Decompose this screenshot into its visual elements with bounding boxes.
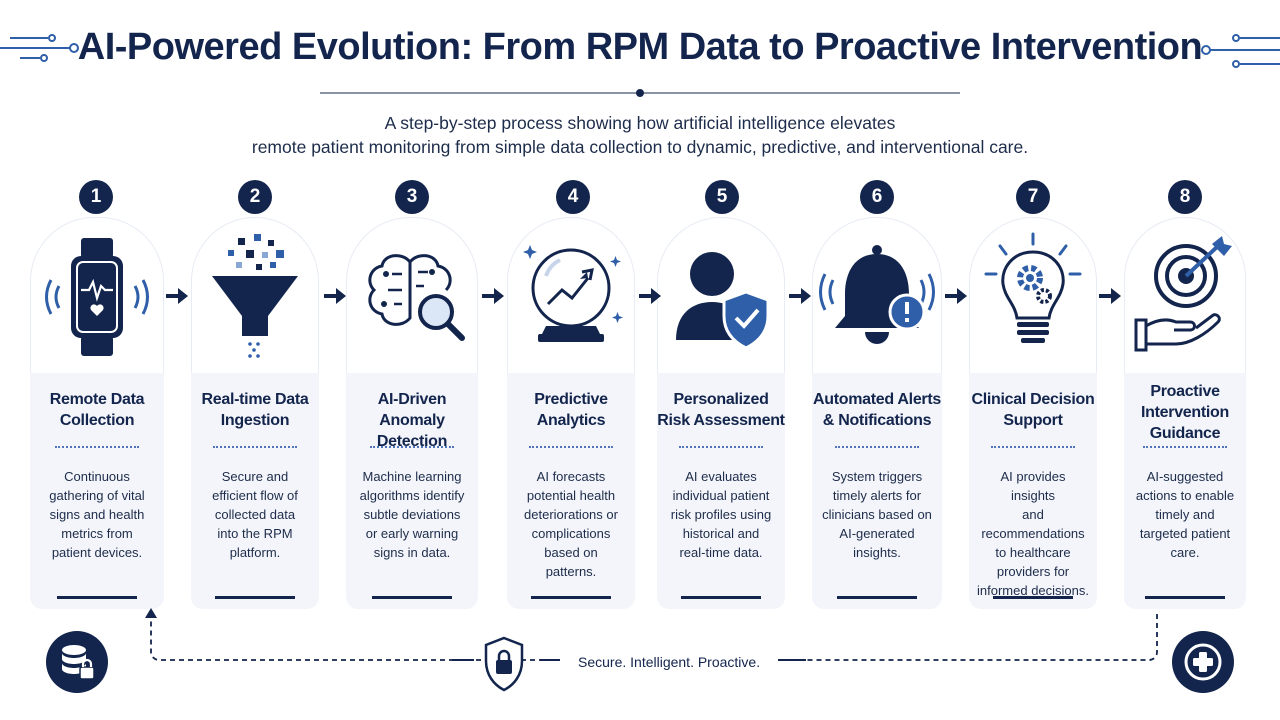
step-card-5: Personalized Risk Assessment AI evaluate… (657, 217, 785, 609)
smartwatch-icon (45, 238, 149, 356)
step-1-title: Remote Data Collection (49, 391, 145, 429)
shield-lock-icon (484, 636, 524, 692)
step-card-8: Proactive Intervention Guidance AI-sugge… (1124, 217, 1246, 609)
lightbulb-gear-icon (984, 232, 1082, 343)
subtitle-line-1: A step-by-step process showing how artif… (384, 113, 896, 133)
step-7-dotted-divider (991, 446, 1075, 448)
step-2-title: Real-time Data Ingestion (201, 391, 309, 429)
medical-plus-icon (1172, 631, 1234, 693)
step-8-dotted-divider (1143, 446, 1227, 448)
step-6-dotted-divider (835, 446, 919, 448)
step-1-number: 1 (79, 180, 113, 214)
step-7-number: 7 (1016, 180, 1050, 214)
step-3-number: 3 (395, 180, 429, 214)
step-3-title: AI-Driven Anomaly Detection (376, 391, 448, 450)
step-6-number: 6 (860, 180, 894, 214)
step-2-bar (215, 596, 295, 599)
user-shield-icon (676, 252, 770, 350)
step-4-number: 4 (556, 180, 590, 214)
step-8-number: 8 (1168, 180, 1202, 214)
arrow-right-icon (789, 288, 811, 304)
page-subtitle: A step-by-step process showing how artif… (0, 111, 1280, 159)
step-5-bar (681, 596, 761, 599)
step-1-dotted-divider (55, 446, 139, 448)
circuit-decoration-right (1201, 34, 1280, 68)
arrow-right-icon (324, 288, 346, 304)
page-title: AI-Powered Evolution: From RPM Data to P… (77, 26, 1203, 68)
step-6-bar (837, 596, 917, 599)
step-card-7: Clinical Decision Support AI provides in… (969, 217, 1097, 609)
funnel-icon (212, 234, 298, 358)
step-7-title: Clinical Decision Support (971, 391, 1095, 429)
arrow-right-icon (945, 288, 967, 304)
step-2-number: 2 (238, 180, 272, 214)
step-3-dotted-divider (370, 446, 454, 448)
step-5-title: Personalized Risk Assessment (657, 391, 785, 429)
target-hand-icon (1134, 236, 1232, 352)
circuit-decoration-left (0, 34, 79, 62)
step-6-title: Automated Alerts & Notifications (813, 391, 941, 429)
step-card-6: Automated Alerts & Notifications System … (812, 217, 942, 609)
footer-tagline: Secure. Intelligent. Proactive. (574, 654, 765, 670)
arrow-right-icon (639, 288, 661, 304)
step-4-title: Predictive Analytics (534, 391, 608, 429)
arrow-right-icon (166, 288, 188, 304)
feedback-loop-line (145, 608, 1158, 661)
title-divider (320, 89, 960, 97)
step-2-dotted-divider (213, 446, 297, 448)
database-lock-icon (46, 631, 108, 693)
subtitle-line-2: remote patient monitoring from simple da… (251, 137, 1029, 157)
arrow-right-icon (1099, 288, 1121, 304)
bell-alert-icon (819, 245, 935, 344)
step-5-dotted-divider (679, 446, 763, 448)
step-5-number: 5 (705, 180, 739, 214)
step-8-title: Proactive Intervention Guidance (1141, 383, 1229, 442)
step-8-bar (1145, 596, 1225, 599)
brain-search-icon (368, 254, 465, 341)
crystal-ball-icon (523, 245, 623, 342)
step-4-bar (531, 596, 611, 599)
arrow-right-icon (482, 288, 504, 304)
step-4-dotted-divider (529, 446, 613, 448)
step-3-bar (372, 596, 452, 599)
step-card-3: AI-Driven Anomaly Detection Machine lear… (346, 217, 478, 609)
step-1-bar (57, 596, 137, 599)
step-7-bar (993, 596, 1073, 599)
